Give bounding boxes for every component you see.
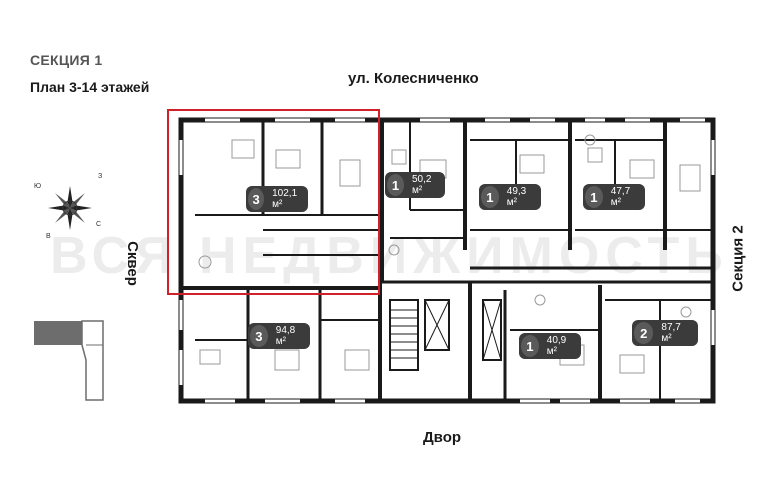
apartment-area: 50,2 м²	[411, 174, 432, 196]
section-title: СЕКЦИЯ 1	[30, 52, 103, 68]
apartment-area: 87,7 м²	[661, 322, 681, 344]
watermark: ВСЯ НЕДВИЖИМОСТЬ	[50, 227, 729, 285]
street-label: ул. Колесниченко	[348, 70, 479, 87]
apartment-area: 49,3 м²	[506, 186, 527, 208]
apartment-badge[interactable]: 1 47,7 м²	[583, 184, 645, 210]
apartment-badge[interactable]: 1 50,2 м²	[385, 172, 445, 198]
floor-plan-title: План 3-14 этажей	[30, 79, 150, 95]
compass-icon: Ю З С В	[34, 173, 102, 240]
apartment-area: 94,8 м²	[275, 325, 296, 347]
compass-letter: С	[96, 221, 101, 228]
room-count: 2	[634, 322, 654, 344]
compass-letter: В	[46, 233, 51, 240]
apartment-badge[interactable]: 3 94,8 м²	[248, 323, 310, 349]
apartment-badge[interactable]: 1 49,3 м²	[479, 184, 541, 210]
room-count: 3	[250, 325, 268, 347]
apartment-area: 102,1 м²	[272, 188, 298, 210]
room-count: 1	[585, 186, 603, 208]
room-count: 1	[521, 335, 539, 357]
apartment-badge[interactable]: 3 102,1 м²	[246, 186, 308, 212]
room-count: 1	[481, 186, 499, 208]
apartment-badge[interactable]: 2 87,7 м²	[632, 320, 698, 346]
apartment-area: 47,7 м²	[610, 186, 631, 208]
room-count: 3	[248, 188, 265, 210]
apartment-area: 40,9 м²	[546, 335, 567, 357]
building-minimap	[34, 320, 104, 401]
compass-letter: З	[98, 173, 102, 180]
yard-label: Двор	[423, 429, 462, 446]
room-count: 1	[387, 174, 404, 196]
building-outline	[178, 117, 716, 404]
apartment-badge[interactable]: 1 40,9 м²	[519, 333, 581, 359]
highlighted-apartment-outline[interactable]	[167, 109, 380, 295]
compass-letter: Ю	[34, 183, 41, 190]
